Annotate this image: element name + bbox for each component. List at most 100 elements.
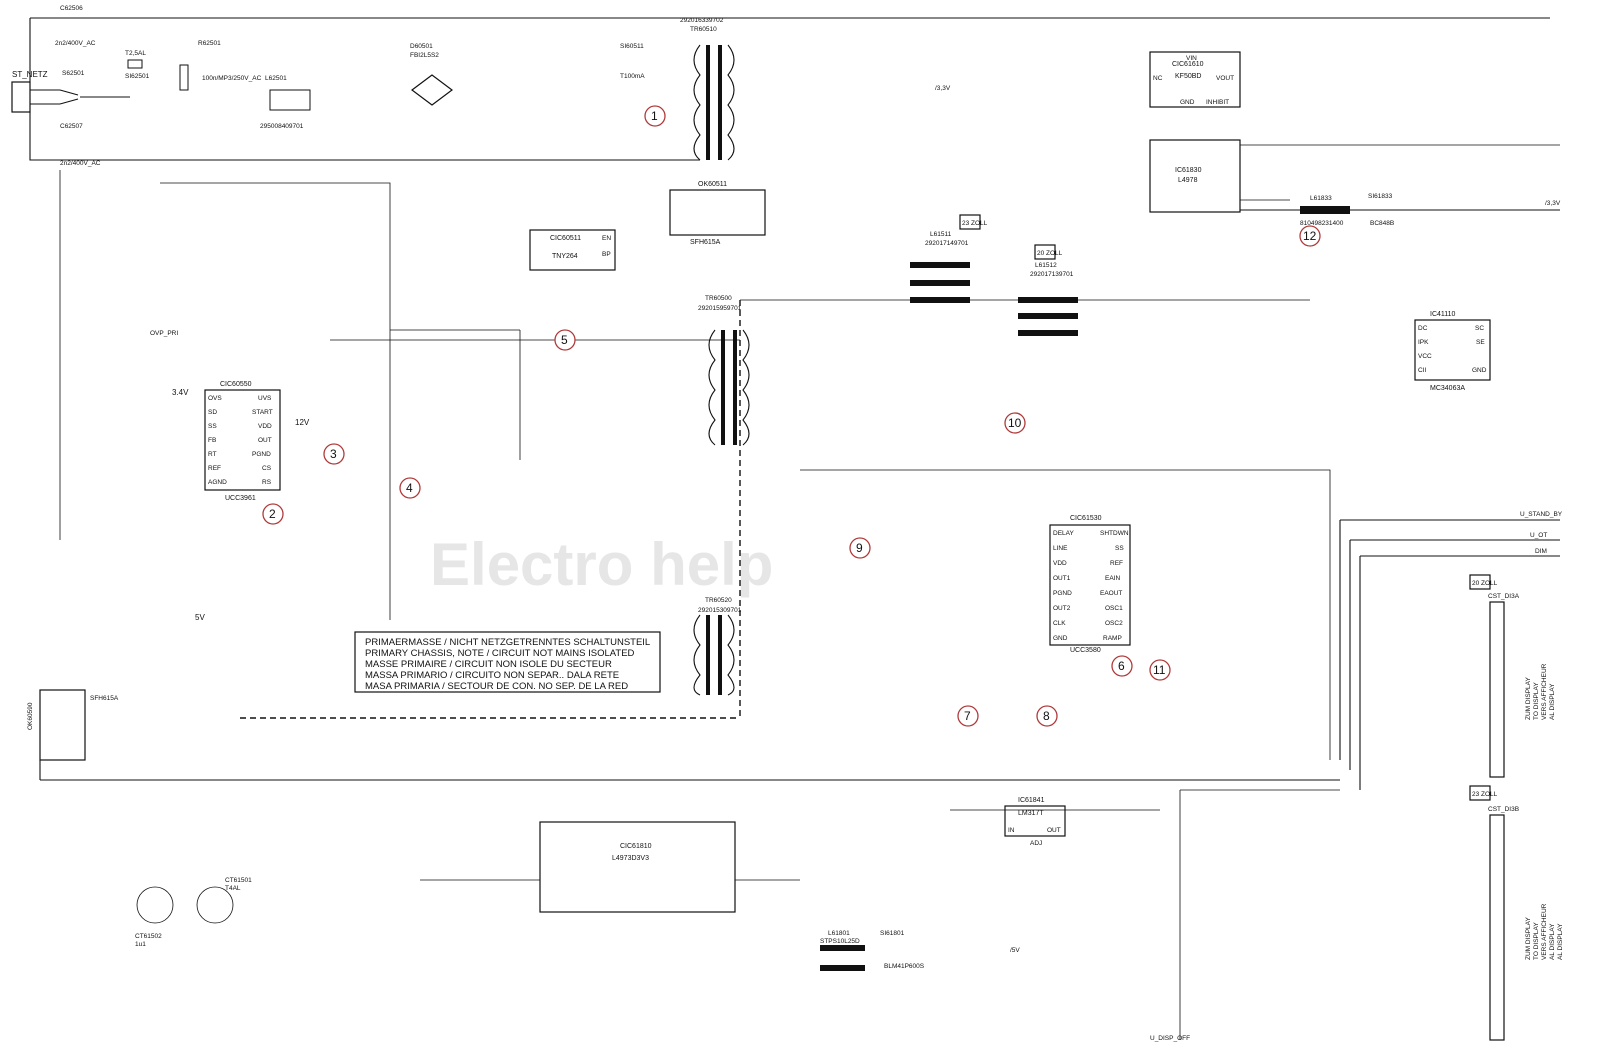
svg-text:L4978: L4978 (1178, 177, 1198, 184)
svg-text:UVS: UVS (258, 395, 272, 402)
svg-text:12V: 12V (295, 418, 310, 427)
svg-text:20 ZOLL: 20 ZOLL (1037, 250, 1063, 257)
svg-text:EAOUT: EAOUT (1100, 590, 1122, 597)
svg-text:RAMP: RAMP (1103, 635, 1122, 642)
svg-text:SI61801: SI61801 (880, 930, 905, 937)
svg-text:U_OT: U_OT (1530, 532, 1547, 539)
svg-text:5: 5 (561, 333, 568, 347)
svg-text:PGND: PGND (1053, 590, 1072, 597)
svg-text:TR60520: TR60520 (705, 597, 732, 604)
svg-text:DC: DC (1418, 325, 1428, 332)
svg-text:BP: BP (602, 251, 611, 258)
svg-text:TO DISPLAY: TO DISPLAY (1533, 922, 1540, 960)
svg-text:R62501: R62501 (198, 40, 221, 47)
svg-text:6: 6 (1118, 659, 1125, 673)
svg-text:292016339702: 292016339702 (680, 17, 724, 24)
svg-text:GND: GND (1180, 99, 1195, 106)
svg-text:SC: SC (1475, 325, 1484, 332)
svg-text:VERS AFFICHEUR: VERS AFFICHEUR (1541, 663, 1548, 720)
svg-text:10: 10 (1008, 416, 1022, 430)
svg-text:CIC60511: CIC60511 (550, 235, 581, 242)
r62501 (179, 64, 189, 91)
svg-text:CII: CII (1418, 367, 1427, 374)
svg-text:KF50BD: KF50BD (1175, 73, 1201, 80)
svg-text:VCC: VCC (1418, 353, 1432, 360)
svg-text:START: START (252, 409, 273, 416)
svg-text:L4973D3V3: L4973D3V3 (612, 855, 649, 862)
svg-text:292015959701: 292015959701 (698, 305, 742, 312)
switch-ref: S62501 (62, 70, 85, 77)
svg-text:INHIBIT: INHIBIT (1206, 99, 1229, 106)
svg-text:L61512: L61512 (1035, 262, 1057, 269)
primary-warning-box: PRIMAERMASSE / NICHT NETZGETRENNTES SCHA… (354, 631, 661, 693)
svg-text:SD: SD (208, 409, 217, 416)
svg-text:VERS AFFICHEUR: VERS AFFICHEUR (1541, 903, 1548, 960)
svg-text:TR60500: TR60500 (705, 295, 732, 302)
svg-text:OVS: OVS (208, 395, 222, 402)
svg-text:OUT1: OUT1 (1053, 575, 1071, 582)
svg-text:VOUT: VOUT (1216, 75, 1234, 82)
svg-text:L62501: L62501 (265, 75, 287, 82)
svg-text:AL DISPLAY: AL DISPLAY (1549, 923, 1556, 960)
svg-text:ZUM DISPLAY: ZUM DISPLAY (1525, 916, 1532, 960)
svg-text:FBI2L5S2: FBI2L5S2 (410, 52, 439, 59)
svg-text:295008409701: 295008409701 (260, 123, 304, 130)
svg-text:IC41110: IC41110 (1430, 311, 1456, 318)
ic-ic61841: IC61841 LM317T IN OUT ADJ (1004, 797, 1066, 847)
svg-text:4: 4 (406, 481, 413, 495)
svg-text:/3,3V: /3,3V (935, 85, 951, 92)
output-5v: L61801 STPS10L25D SI61801 BLM41P600S /5V (820, 930, 1020, 971)
svg-text:EAIN: EAIN (1105, 575, 1120, 582)
svg-text:EN: EN (602, 235, 611, 242)
svg-text:MASSA PRIMARIO / CIRCUITO NON: MASSA PRIMARIO / CIRCUITO NON SEPAR.. DA… (365, 670, 619, 681)
svg-text:OVP_PRI: OVP_PRI (150, 330, 178, 337)
svg-text:SI61833: SI61833 (1368, 193, 1393, 200)
svg-text:SI62501: SI62501 (125, 73, 150, 80)
svg-text:CIC61610: CIC61610 (1172, 61, 1204, 68)
svg-text:RT: RT (208, 451, 217, 458)
svg-text:T100mA: T100mA (620, 73, 645, 80)
svg-text:TO DISPLAY: TO DISPLAY (1533, 682, 1540, 720)
svg-text:UCC3961: UCC3961 (225, 495, 256, 502)
svg-text:VDD: VDD (1053, 560, 1067, 567)
svg-text:PGND: PGND (252, 451, 271, 458)
svg-text:20 ZOLL: 20 ZOLL (1472, 580, 1498, 587)
svg-text:9: 9 (856, 541, 863, 555)
svg-text:OUT: OUT (258, 437, 272, 444)
svg-text:/5V: /5V (1010, 947, 1020, 954)
marker-2: 2 (262, 503, 284, 525)
svg-text:3.4V: 3.4V (172, 388, 189, 397)
l62501-choke (269, 89, 311, 111)
marker-6: 6 (1111, 655, 1133, 677)
marker-4: 4 (399, 477, 421, 499)
svg-text:MC34063A: MC34063A (1430, 385, 1465, 392)
svg-text:IPK: IPK (1418, 339, 1429, 346)
svg-text:U_DISP_OFF: U_DISP_OFF (1150, 1035, 1190, 1042)
svg-text:OUT2: OUT2 (1053, 605, 1071, 612)
svg-text:L61511: L61511 (930, 231, 952, 238)
svg-text:NC: NC (1153, 75, 1163, 82)
svg-text:T2,5AL: T2,5AL (125, 50, 146, 57)
isolation-line (240, 300, 741, 719)
svg-text:VDD: VDD (258, 423, 272, 430)
svg-text:CS: CS (262, 465, 272, 472)
svg-text:CIC61530: CIC61530 (1070, 515, 1102, 522)
svg-text:ZUM DISPLAY: ZUM DISPLAY (1525, 676, 1532, 720)
chokes-l61511-l61512: L61511 292017149701 L61512 292017139701 … (910, 214, 1078, 336)
svg-text:CST_DI3A: CST_DI3A (1488, 593, 1520, 600)
marker-11: 11 (1149, 659, 1171, 681)
svg-text:LM317T: LM317T (1018, 810, 1044, 817)
svg-text:LINE: LINE (1053, 545, 1068, 552)
svg-text:SFH615A: SFH615A (690, 239, 721, 246)
output-33v: L61833 810498231400 SI61833 BC848B /3,3V… (935, 85, 1561, 227)
ic-cic60550: CIC60550 UCC3961 OVS SD SS FB RT REF AGN… (150, 330, 310, 622)
transformer-tr60500: TR60500 292015959701 (698, 295, 750, 446)
svg-text:TNY264: TNY264 (552, 253, 578, 260)
optocoupler-ok60511: OK60511 SFH615A (669, 181, 766, 246)
c62507-ref: C62507 (60, 123, 83, 130)
ic-ic41110: IC41110 MC34063A DC SC IPK SE VCC CII GN… (1414, 311, 1491, 392)
ic-ic61830: IC61830 L4978 (1149, 139, 1241, 213)
svg-text:BC848B: BC848B (1370, 220, 1394, 227)
svg-text:SS: SS (208, 423, 217, 430)
